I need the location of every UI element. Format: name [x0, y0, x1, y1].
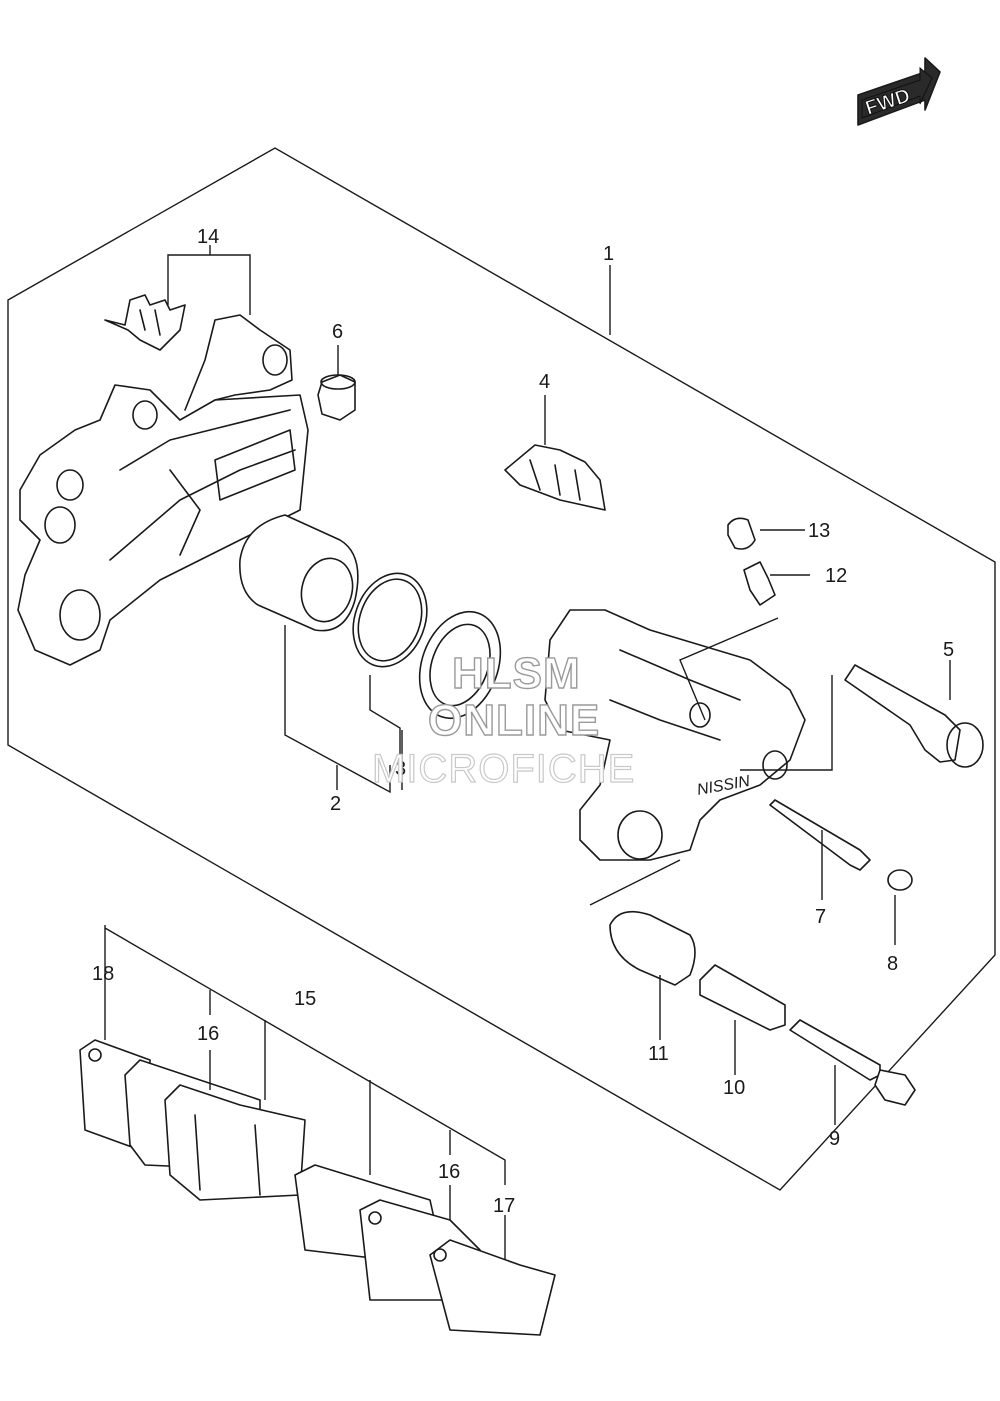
brake-pad-set	[79, 1039, 556, 1336]
callout-15: 15	[294, 988, 316, 1010]
watermark: HLSM ONLINE MICROFICHE	[371, 648, 635, 791]
dust-seal	[418, 610, 502, 720]
callout-6: 6	[332, 321, 343, 343]
watermark-line2: ONLINE	[428, 696, 600, 745]
watermark-line3: MICROFICHE	[372, 747, 635, 791]
caliper-bracket	[17, 314, 309, 666]
callout-1: 1	[603, 243, 614, 265]
bracket-clip	[104, 294, 186, 351]
callout-16b: 16	[438, 1161, 460, 1183]
callout-11: 11	[648, 1043, 669, 1065]
bleeder-cap	[317, 374, 356, 421]
callout-10: 10	[723, 1077, 745, 1099]
callouts: 1 2 3 4 5 6 7 8 9 10 11 12 13 14 15 16 1…	[92, 226, 954, 1217]
caliper-assembly-boundary	[7, 147, 996, 1191]
bracket-bolt	[789, 1019, 916, 1106]
callout-8: 8	[887, 953, 898, 975]
callout-18: 18	[92, 963, 114, 985]
callout-5: 5	[943, 639, 954, 661]
leader-lines	[104, 245, 951, 1260]
pad-pin-plug	[887, 869, 913, 891]
callout-2: 2	[330, 793, 341, 815]
boot	[609, 910, 696, 986]
bleeder-cap-top	[727, 517, 756, 550]
callout-9: 9	[829, 1128, 840, 1150]
callout-7: 7	[815, 906, 826, 928]
watermark-line1: HLSM	[452, 649, 581, 698]
callout-17: 17	[493, 1195, 515, 1217]
caliper-body: NISSIN	[544, 609, 806, 861]
fwd-arrow-badge: FWD	[857, 57, 941, 126]
piston-seal	[352, 572, 428, 668]
callout-16a: 16	[197, 1023, 219, 1045]
callout-4: 4	[539, 371, 550, 393]
pad-pin	[769, 799, 871, 871]
callout-13: 13	[808, 520, 830, 542]
callout-14: 14	[197, 226, 219, 248]
sleeve	[699, 964, 786, 1031]
callout-12: 12	[825, 565, 847, 587]
piston	[239, 514, 359, 632]
bleeder-valve	[743, 561, 776, 606]
callout-3: 3	[395, 758, 406, 780]
pad-spring	[504, 444, 606, 511]
guide-pin	[844, 664, 984, 768]
